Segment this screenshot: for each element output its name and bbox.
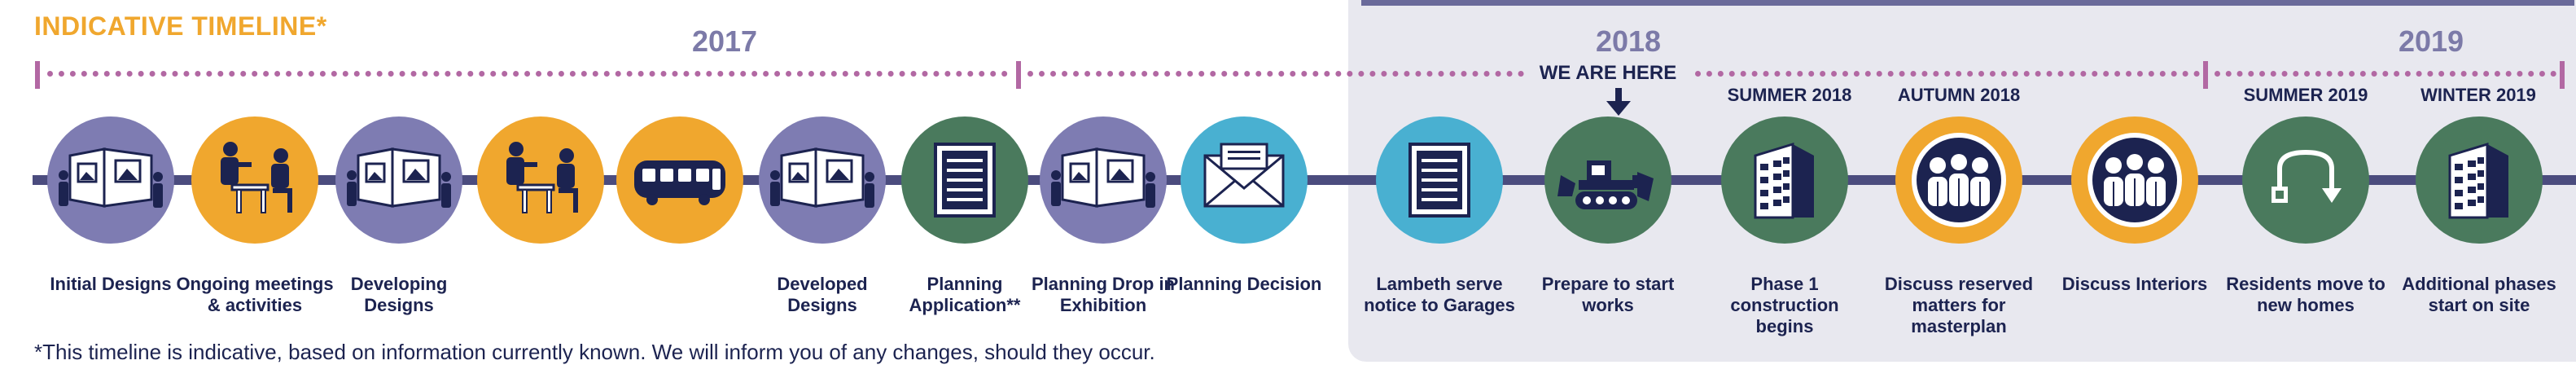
we-are-here-arrow-icon <box>1606 88 1631 116</box>
year-2017-label: 2017 <box>691 24 758 58</box>
timeline-step-circle <box>1895 116 2022 244</box>
timeline-step-circle <box>616 116 743 244</box>
exhibition-icon <box>345 147 453 209</box>
envelope-icon <box>1203 143 1285 208</box>
we-are-here-label: WE ARE HERE <box>1539 62 1677 84</box>
building-icon <box>2448 143 2510 219</box>
timeline-step-label: Planning Application** <box>909 274 1021 315</box>
season-summer-2019: SUMMER 2019 <box>2243 85 2368 105</box>
timeline-step-circle <box>759 116 886 244</box>
divider-start <box>35 61 40 89</box>
timeline-step-label: Planning Decision <box>1166 274 1322 294</box>
timeline-step-label: Discuss Interiors <box>2061 274 2208 294</box>
move-arrow-icon <box>2242 116 2369 244</box>
dotted-line-2018b <box>1695 71 2200 77</box>
dotted-line-2017 <box>47 71 1008 77</box>
exhibition-icon <box>57 147 164 209</box>
people-icon <box>1912 133 2006 227</box>
timeline-step-label: Initial Designs <box>50 274 172 294</box>
meeting-icon <box>219 140 294 214</box>
timeline-step-label: Phase 1 construction begins <box>1730 274 1839 336</box>
year-2019-label: 2019 <box>2398 24 2464 58</box>
bulldozer-icon <box>1557 160 1654 209</box>
dotted-line-2019 <box>2215 71 2556 77</box>
divider-2018 <box>1016 61 1021 89</box>
timeline-step-label: Discuss reserved matters for masterplan <box>1884 274 2034 336</box>
timeline-step-label: Residents move to new homes <box>2226 274 2385 315</box>
timeline-step-circle <box>1040 116 1167 244</box>
exhibition-icon <box>769 147 876 209</box>
bus-icon <box>634 160 725 205</box>
timeline-step-circle <box>1376 116 1503 244</box>
timeline-step-circle <box>191 116 318 244</box>
people-icon <box>2088 133 2182 227</box>
timeline-step-circle <box>2242 116 2369 244</box>
divider-2019 <box>2203 61 2208 89</box>
footnote: *This timeline is indicative, based on i… <box>34 340 1155 364</box>
season-summer-2018: SUMMER 2018 <box>1727 85 1852 105</box>
timeline-step-label: Prepare to start works <box>1541 274 1675 315</box>
timeline-step-circle <box>1544 116 1671 244</box>
timeline-step-circle <box>2416 116 2543 244</box>
year-2018-label: 2018 <box>1595 24 1662 58</box>
timeline-step-label: Lambeth serve notice to Garages <box>1364 274 1515 315</box>
timeline-step-circle <box>1721 116 1848 244</box>
document-icon <box>1408 143 1470 218</box>
panel-top-bar <box>1361 0 2574 6</box>
exhibition-icon <box>1049 147 1157 209</box>
divider-end <box>2560 61 2565 89</box>
timeline-step-label: Ongoing meetings & activities <box>176 274 334 315</box>
timeline-step-circle <box>901 116 1028 244</box>
timeline-step-label: Developed Designs <box>777 274 868 315</box>
timeline-step-label: Additional phases start on site <box>2402 274 2556 315</box>
timeline-step-circle <box>335 116 462 244</box>
building-icon <box>1754 143 1816 219</box>
season-autumn-2018: AUTUMN 2018 <box>1897 85 2021 105</box>
timeline-step-circle <box>47 116 174 244</box>
timeline-step-circle <box>1181 116 1308 244</box>
timeline-step-label: Developing Designs <box>350 274 448 315</box>
timeline-step-label: Planning Drop in Exhibition <box>1032 274 1175 315</box>
season-winter-2019: WINTER 2019 <box>2420 85 2536 105</box>
timeline-step-circle <box>2071 116 2198 244</box>
page-title: INDICATIVE TIMELINE* <box>34 11 327 41</box>
timeline-step-circle <box>477 116 604 244</box>
meeting-icon <box>505 140 580 214</box>
dotted-line-2018a <box>1027 71 1524 77</box>
document-icon <box>934 143 996 218</box>
